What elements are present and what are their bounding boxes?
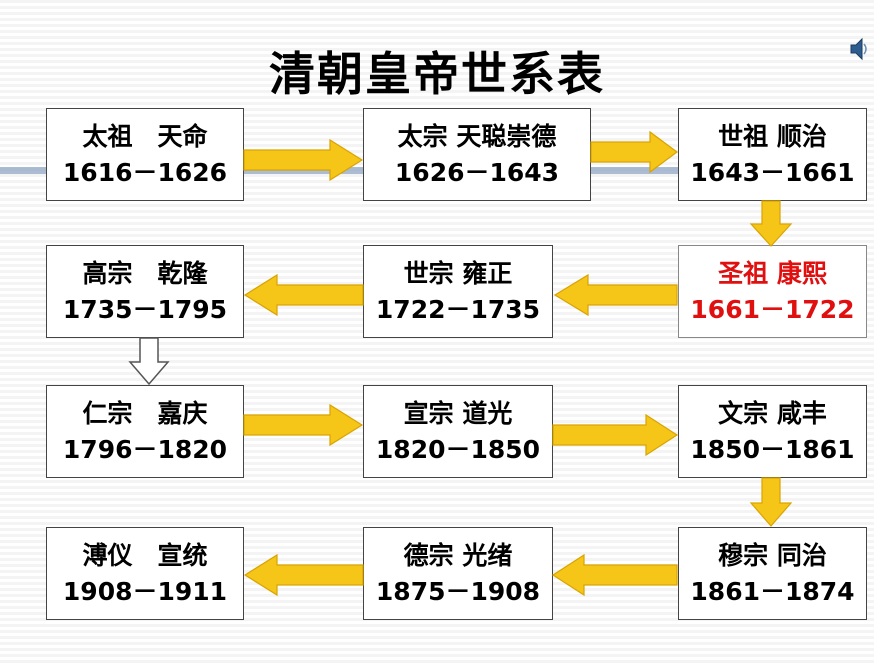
arrow-down-1 xyxy=(749,200,793,247)
arrow-down-3 xyxy=(749,477,793,527)
reign-years: 1722－1735 xyxy=(375,294,541,324)
emperor-box-taizu: 太祖 天命 1616－1626 xyxy=(46,108,244,201)
emperor-box-shizong: 世宗 雍正 1722－1735 xyxy=(363,245,553,338)
emperor-box-wenzong: 文宗 咸丰 1850－1861 xyxy=(678,385,867,478)
reign-years: 1796－1820 xyxy=(62,434,228,464)
emperor-box-shengzu: 圣祖 康熙 1661－1722 xyxy=(678,245,867,338)
emperor-name: 德宗 光绪 xyxy=(403,540,513,570)
emperor-box-muzong: 穆宗 同治 1861－1874 xyxy=(678,527,867,620)
emperor-name: 溥仪 宣统 xyxy=(82,540,208,570)
emperor-box-dezong: 德宗 光绪 1875－1908 xyxy=(363,527,553,620)
emperor-name: 圣祖 康熙 xyxy=(718,258,827,288)
reign-years: 1735－1795 xyxy=(62,294,228,324)
reign-years: 1661－1722 xyxy=(690,294,855,324)
emperor-name: 穆宗 同治 xyxy=(718,540,827,570)
arrow-down-2 xyxy=(128,337,170,386)
emperor-box-puyi: 溥仪 宣统 1908－1911 xyxy=(46,527,244,620)
arrow-left-1 xyxy=(553,273,678,317)
emperor-box-gaozong: 高宗 乾隆 1735－1795 xyxy=(46,245,244,338)
arrow-left-3 xyxy=(551,553,678,597)
arrow-left-2 xyxy=(243,273,364,317)
reign-years: 1850－1861 xyxy=(690,434,855,464)
page-title: 清朝皇帝世系表 xyxy=(269,47,605,101)
reign-years: 1616－1626 xyxy=(62,157,228,187)
emperor-name: 太祖 天命 xyxy=(82,121,208,151)
reign-years: 1875－1908 xyxy=(375,576,541,606)
reign-years: 1861－1874 xyxy=(690,576,855,606)
reign-years: 1908－1911 xyxy=(62,576,228,606)
reign-years: 1643－1661 xyxy=(690,157,855,187)
emperor-name: 世祖 顺治 xyxy=(718,121,827,151)
emperor-name: 宣宗 道光 xyxy=(403,398,513,428)
emperor-name: 文宗 咸丰 xyxy=(718,398,827,428)
emperor-box-xuanzong: 宣宗 道光 1820－1850 xyxy=(363,385,553,478)
arrow-right-2 xyxy=(590,130,679,174)
emperor-box-renzong: 仁宗 嘉庆 1796－1820 xyxy=(46,385,244,478)
arrow-right-1 xyxy=(243,138,364,182)
emperor-name: 仁宗 嘉庆 xyxy=(82,398,208,428)
emperor-box-shizu: 世祖 顺治 1643－1661 xyxy=(678,108,867,201)
reign-years: 1820－1850 xyxy=(375,434,541,464)
emperor-box-taizong: 太宗 天聪崇德 1626－1643 xyxy=(363,108,591,201)
emperor-name: 世宗 雍正 xyxy=(403,258,513,288)
arrow-right-3 xyxy=(243,403,364,447)
speaker-icon[interactable] xyxy=(849,36,871,62)
emperor-name: 太宗 天聪崇德 xyxy=(397,121,557,151)
arrow-left-4 xyxy=(243,553,364,597)
reign-years: 1626－1643 xyxy=(394,157,560,187)
arrow-right-4 xyxy=(552,413,679,457)
emperor-name: 高宗 乾隆 xyxy=(82,258,208,288)
